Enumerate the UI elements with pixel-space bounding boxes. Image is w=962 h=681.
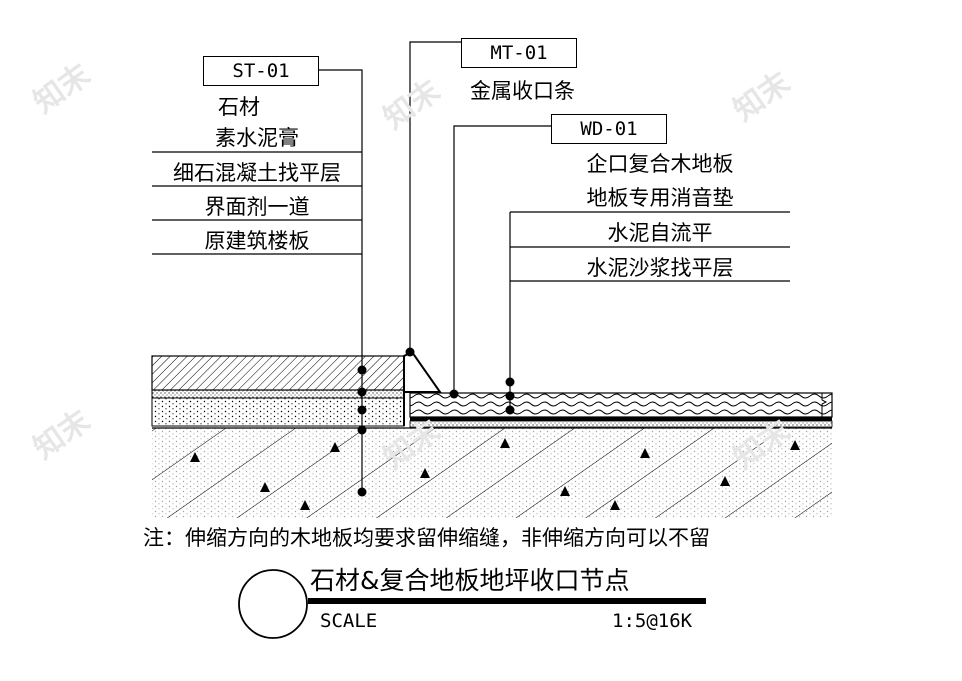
tag-st-01: ST-01	[203, 56, 319, 86]
leader-dots	[357, 347, 515, 497]
tag-wd-01: WD-01	[551, 114, 667, 144]
wood-layer-label: 地板专用消音垫	[586, 186, 734, 210]
leader-lines	[152, 41, 790, 492]
scale-label: SCALE	[320, 610, 378, 632]
floor-slab	[152, 427, 832, 518]
metal-trim-label: 金属收口条	[470, 79, 575, 103]
wood-layer-label: 企口复合木地板	[586, 152, 734, 176]
stone-layer-label: 石材	[218, 95, 260, 119]
stone-layer-label: 原建筑楼板	[204, 229, 310, 253]
tag-mt-01: MT-01	[461, 38, 577, 68]
drawing-title: 石材&复合地板地坪收口节点	[310, 566, 630, 595]
note-text: 注：伸缩方向的木地板均要求留伸缩缝，非伸缩方向可以不留	[143, 526, 710, 550]
stone-layer-label: 素水泥膏	[215, 126, 299, 150]
scale-value: 1:5@16K	[612, 610, 693, 632]
wood-layer-label: 水泥沙浆找平层	[586, 256, 734, 280]
title-block	[238, 569, 706, 639]
stone-layer-label: 界面剂一道	[204, 195, 310, 219]
wood-layer-label: 水泥自流平	[607, 221, 713, 245]
stone-layer-label: 细石混凝土找平层	[173, 161, 341, 185]
wood-build-up	[409, 392, 833, 428]
